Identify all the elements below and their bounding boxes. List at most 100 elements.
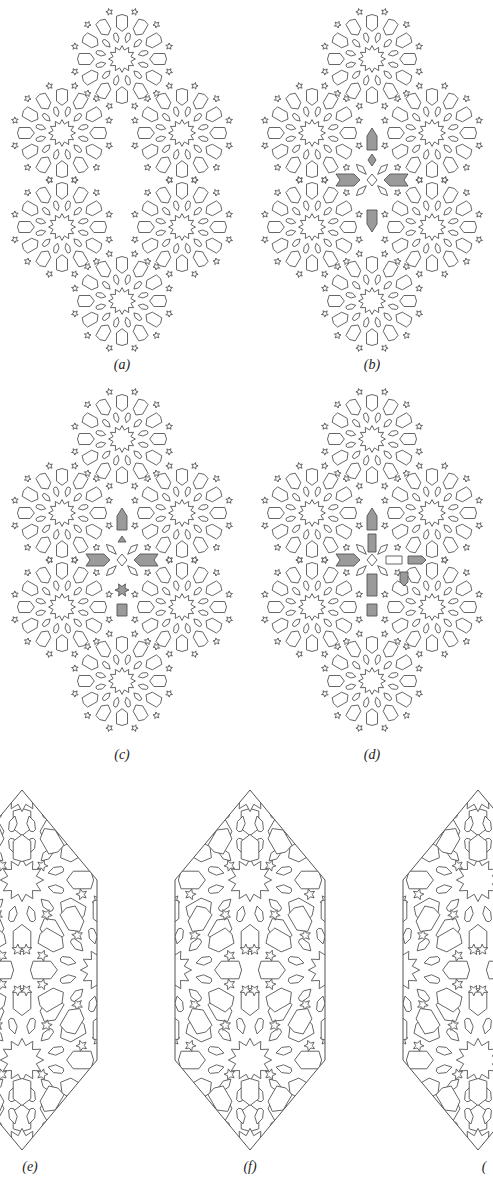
shield-tile <box>18 222 35 233</box>
shield-tile <box>406 537 421 553</box>
shield-tile <box>288 906 312 931</box>
small-star <box>416 651 422 658</box>
petal <box>194 525 202 533</box>
small-star <box>169 764 180 774</box>
petal <box>346 431 356 436</box>
small-star <box>403 643 410 650</box>
shield-tile <box>150 54 167 65</box>
shield-tile <box>307 183 318 200</box>
small-star <box>249 986 260 996</box>
petal <box>237 816 246 832</box>
shield-tile <box>206 107 222 122</box>
petal <box>483 816 492 832</box>
small-star <box>144 569 151 576</box>
shield-tile <box>208 726 232 751</box>
shield-tile <box>332 33 348 48</box>
small-star <box>72 285 79 291</box>
small-star <box>0 1020 2 1031</box>
shield-tile <box>57 635 68 652</box>
petal <box>299 939 311 951</box>
petal <box>198 230 208 235</box>
small-star <box>416 177 422 184</box>
shield-tile <box>286 251 301 267</box>
shield-tile <box>336 238 352 253</box>
small-star <box>296 557 302 564</box>
small-star <box>262 117 269 123</box>
shield-tile <box>206 618 222 633</box>
petal <box>74 619 82 627</box>
petal <box>96 684 106 689</box>
small-star <box>334 401 341 408</box>
small-star <box>72 449 79 455</box>
shield-tile <box>36 537 51 553</box>
shield-tile <box>456 581 472 596</box>
small-star <box>296 177 302 184</box>
shield-tile <box>443 473 458 489</box>
shield-tile <box>40 829 64 854</box>
small-star <box>192 271 198 278</box>
filler-tile <box>106 566 116 576</box>
shield-tile <box>295 1051 322 1069</box>
shield-tile <box>60 1009 84 1034</box>
petal <box>483 1018 492 1034</box>
shield-tile <box>289 1168 314 1182</box>
small-star <box>213 638 220 645</box>
petal <box>71 939 83 951</box>
shield-tile <box>206 581 222 596</box>
shield-tile <box>117 467 128 484</box>
shield-tile <box>86 238 102 253</box>
shield-tile <box>443 961 470 979</box>
small-star <box>132 237 139 243</box>
small-star <box>106 143 113 149</box>
petal <box>65 107 70 117</box>
shield-tile <box>323 187 338 203</box>
shield-tile <box>367 15 378 32</box>
petal <box>276 1137 292 1146</box>
shield-tile <box>78 676 95 687</box>
petal <box>41 759 53 771</box>
small-star <box>394 544 401 551</box>
petal <box>102 693 110 701</box>
shield-tile <box>383 705 398 721</box>
shield-tile <box>389 899 407 926</box>
shield-tile <box>186 748 211 772</box>
small-star <box>106 389 112 396</box>
small-star <box>76 889 86 900</box>
petal <box>208 795 224 804</box>
petal <box>385 996 394 1012</box>
shield-tile <box>208 829 232 854</box>
petal <box>185 107 190 117</box>
shield-tile <box>443 251 458 267</box>
small-star <box>144 1040 154 1051</box>
shield-tile <box>272 201 288 216</box>
shield-tile <box>117 637 128 654</box>
small-star <box>24 189 31 196</box>
petal <box>317 996 326 1012</box>
petal <box>346 304 356 309</box>
petal <box>42 239 50 247</box>
shield-tile <box>98 961 125 979</box>
small-star <box>186 889 196 900</box>
shield-tile <box>392 524 408 539</box>
small-star <box>382 523 389 529</box>
shield-tile <box>272 107 288 122</box>
shield-tile <box>193 567 208 583</box>
small-star <box>380 910 391 921</box>
petal <box>328 610 338 615</box>
petal <box>128 975 144 984</box>
small-star <box>46 651 52 658</box>
small-star <box>442 177 448 184</box>
shield-tile <box>40 726 64 751</box>
small-star <box>372 1040 382 1051</box>
petal <box>48 777 64 786</box>
petal <box>65 243 70 253</box>
shield-tile <box>406 1141 433 1159</box>
highlight-tile <box>86 554 110 566</box>
small-star <box>72 271 78 278</box>
central-star <box>299 214 326 241</box>
petal <box>27 1176 36 1182</box>
shield-tile <box>272 238 288 253</box>
shield-tile <box>469 1079 487 1106</box>
petal <box>0 899 3 911</box>
small-star <box>322 463 328 470</box>
